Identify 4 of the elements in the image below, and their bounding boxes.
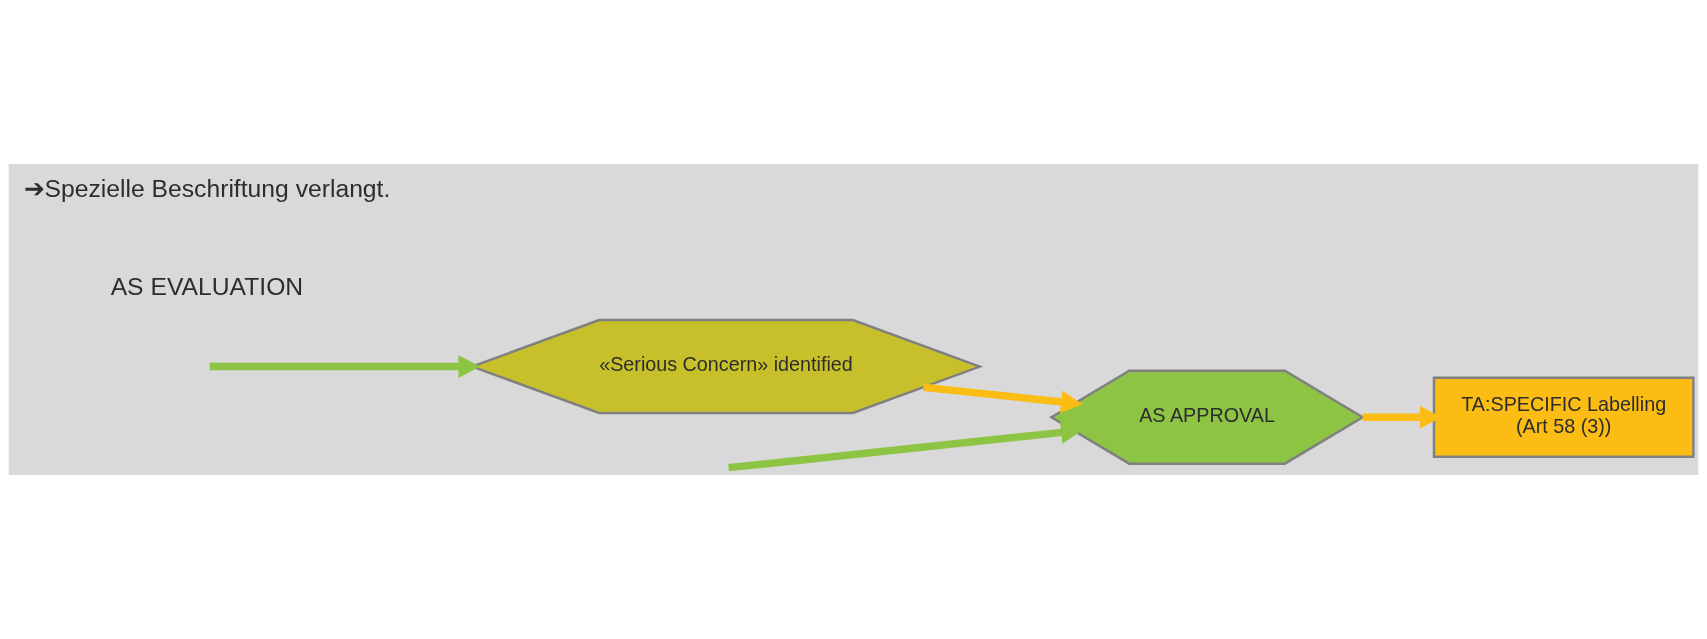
node-box: TA:SPECIFIC Labelling (Art 58 (3)) (1432, 376, 1695, 458)
arrow (922, 383, 1083, 414)
label: ➔Spezielle Beschriftung verlangt. (23, 175, 391, 203)
label: AS EVALUATION (110, 272, 304, 300)
